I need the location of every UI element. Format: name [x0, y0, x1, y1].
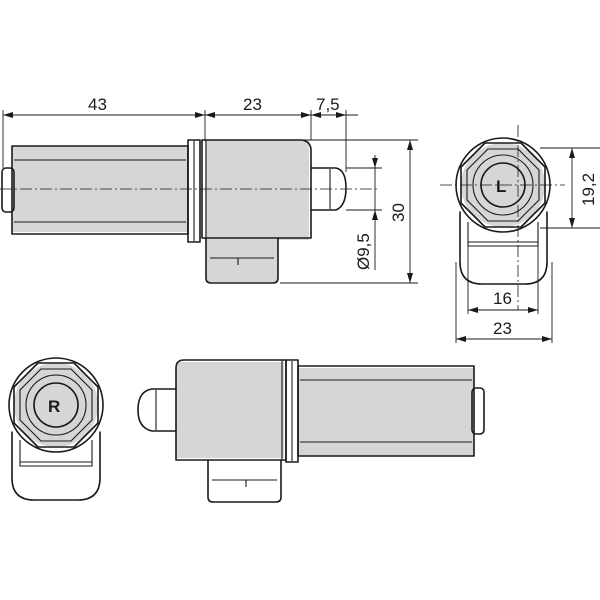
marker-r: R [48, 397, 60, 416]
foot-shade [206, 240, 278, 282]
pin-stub-left [1, 167, 15, 213]
body-shade-r [298, 368, 474, 456]
pin-stub-right [471, 387, 485, 435]
dimensions-end-view: 19,2 16 23 [455, 147, 600, 343]
main-body-r [297, 365, 475, 457]
housing-foot-r [207, 459, 282, 503]
octagon-r [13, 362, 99, 448]
housing-shade-r [176, 362, 284, 458]
flange [187, 139, 201, 243]
shaft-r [137, 388, 177, 432]
shaft [310, 167, 347, 211]
bracket-r [11, 431, 101, 501]
dim-43: 43 [88, 95, 107, 114]
dim-19-2: 19,2 [579, 173, 598, 206]
end-view-left: L [440, 125, 565, 310]
dim-30: 30 [389, 203, 408, 222]
marker-l: L [496, 177, 506, 196]
housing-r [175, 359, 287, 461]
dim-16: 16 [493, 289, 512, 308]
dim-23-top: 23 [243, 95, 262, 114]
dim-23-bottom: 23 [493, 319, 512, 338]
housing-shade [205, 140, 309, 240]
dimensions-side-view: 43 23 7,5 30 Ø9,5 [2, 95, 418, 284]
housing-foot [205, 237, 279, 284]
dim-7-5: 7,5 [316, 95, 340, 114]
dim-diameter-9-5: Ø9,5 [354, 233, 373, 270]
side-view-left [0, 139, 380, 284]
end-view-right: R [8, 357, 104, 501]
octagon-l [460, 142, 546, 228]
side-view-right [137, 359, 485, 503]
outer-ring-r [8, 357, 104, 453]
bracket-l [459, 211, 548, 285]
